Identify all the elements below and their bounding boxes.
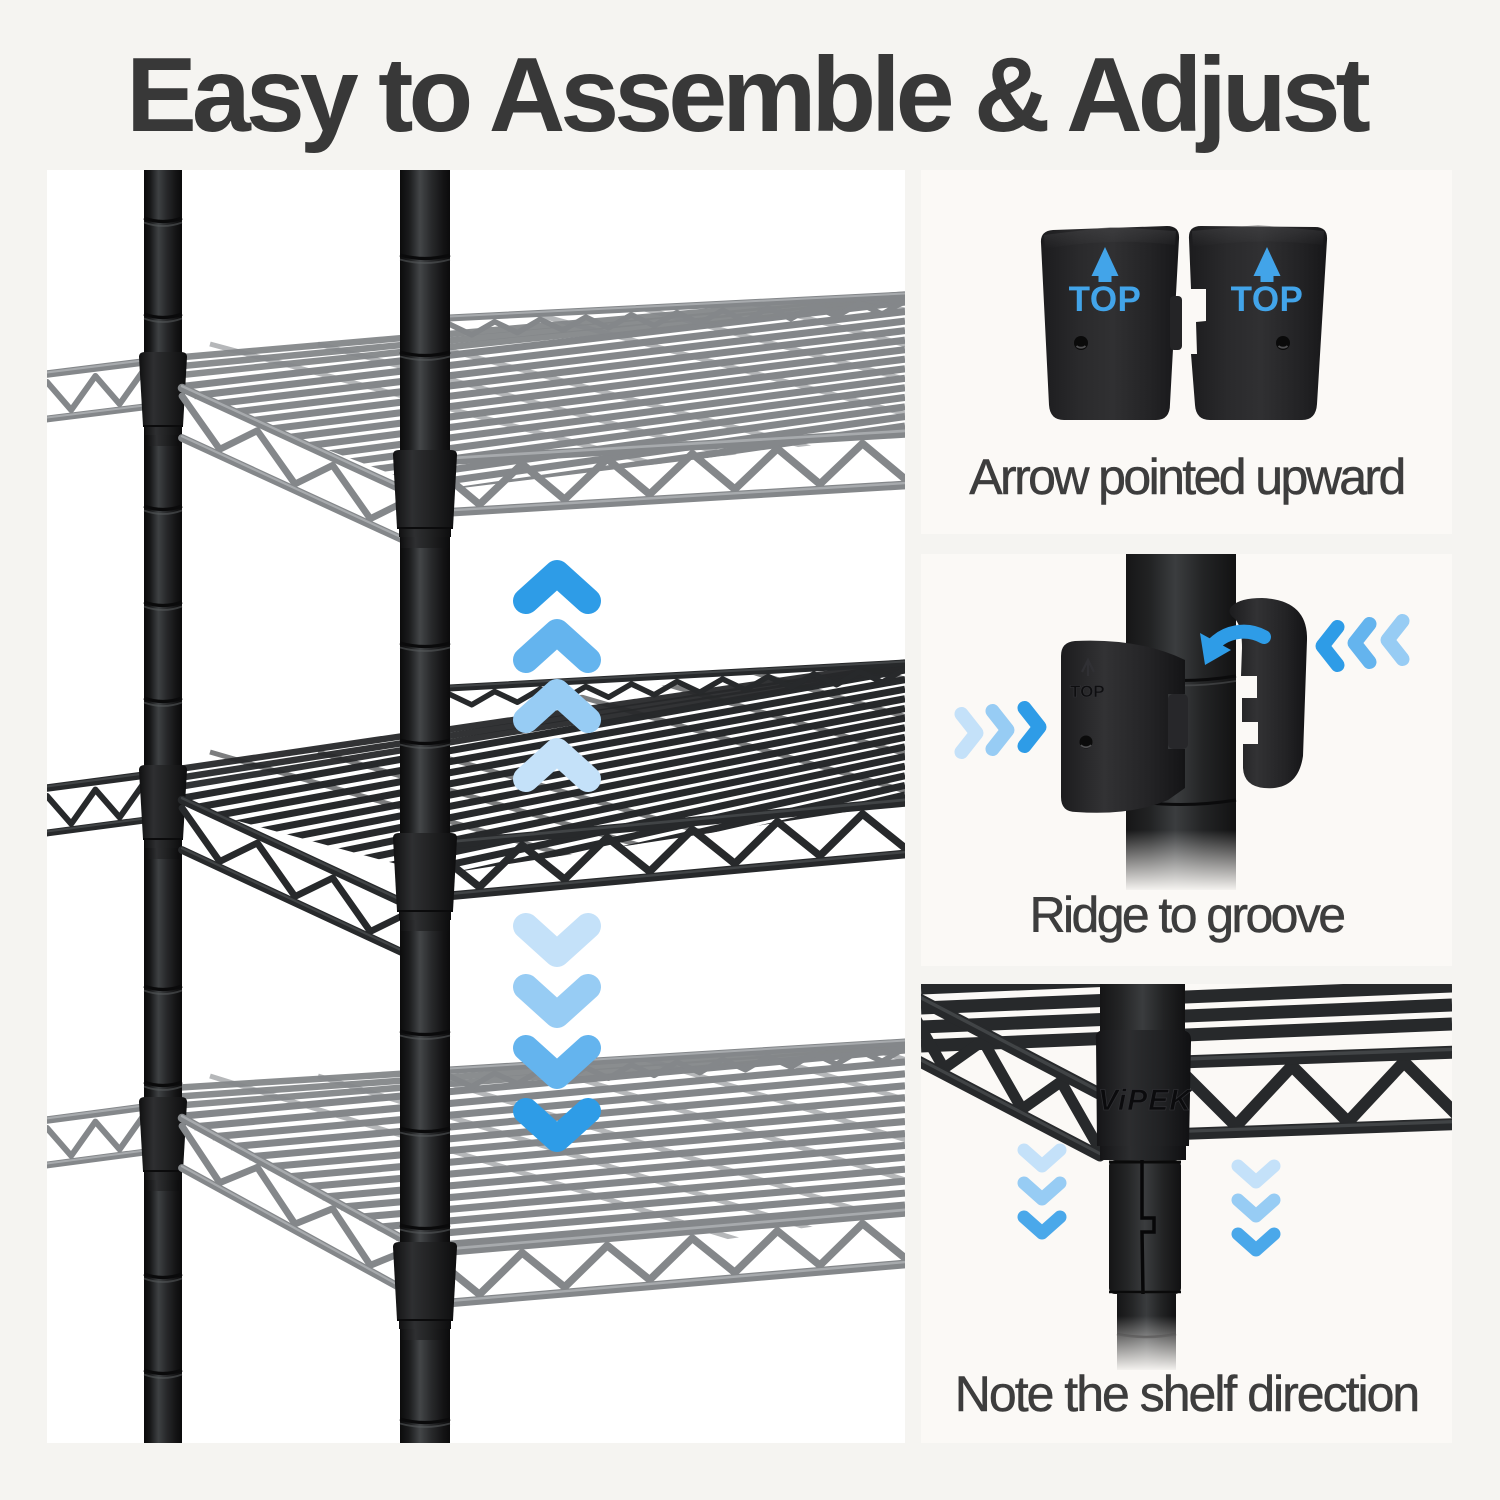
svg-text:TOP: TOP [1069, 280, 1142, 319]
svg-text:ViPEK: ViPEK [1098, 1084, 1193, 1117]
svg-text:TOP: TOP [1070, 682, 1105, 701]
svg-text:TOP: TOP [1231, 280, 1304, 319]
